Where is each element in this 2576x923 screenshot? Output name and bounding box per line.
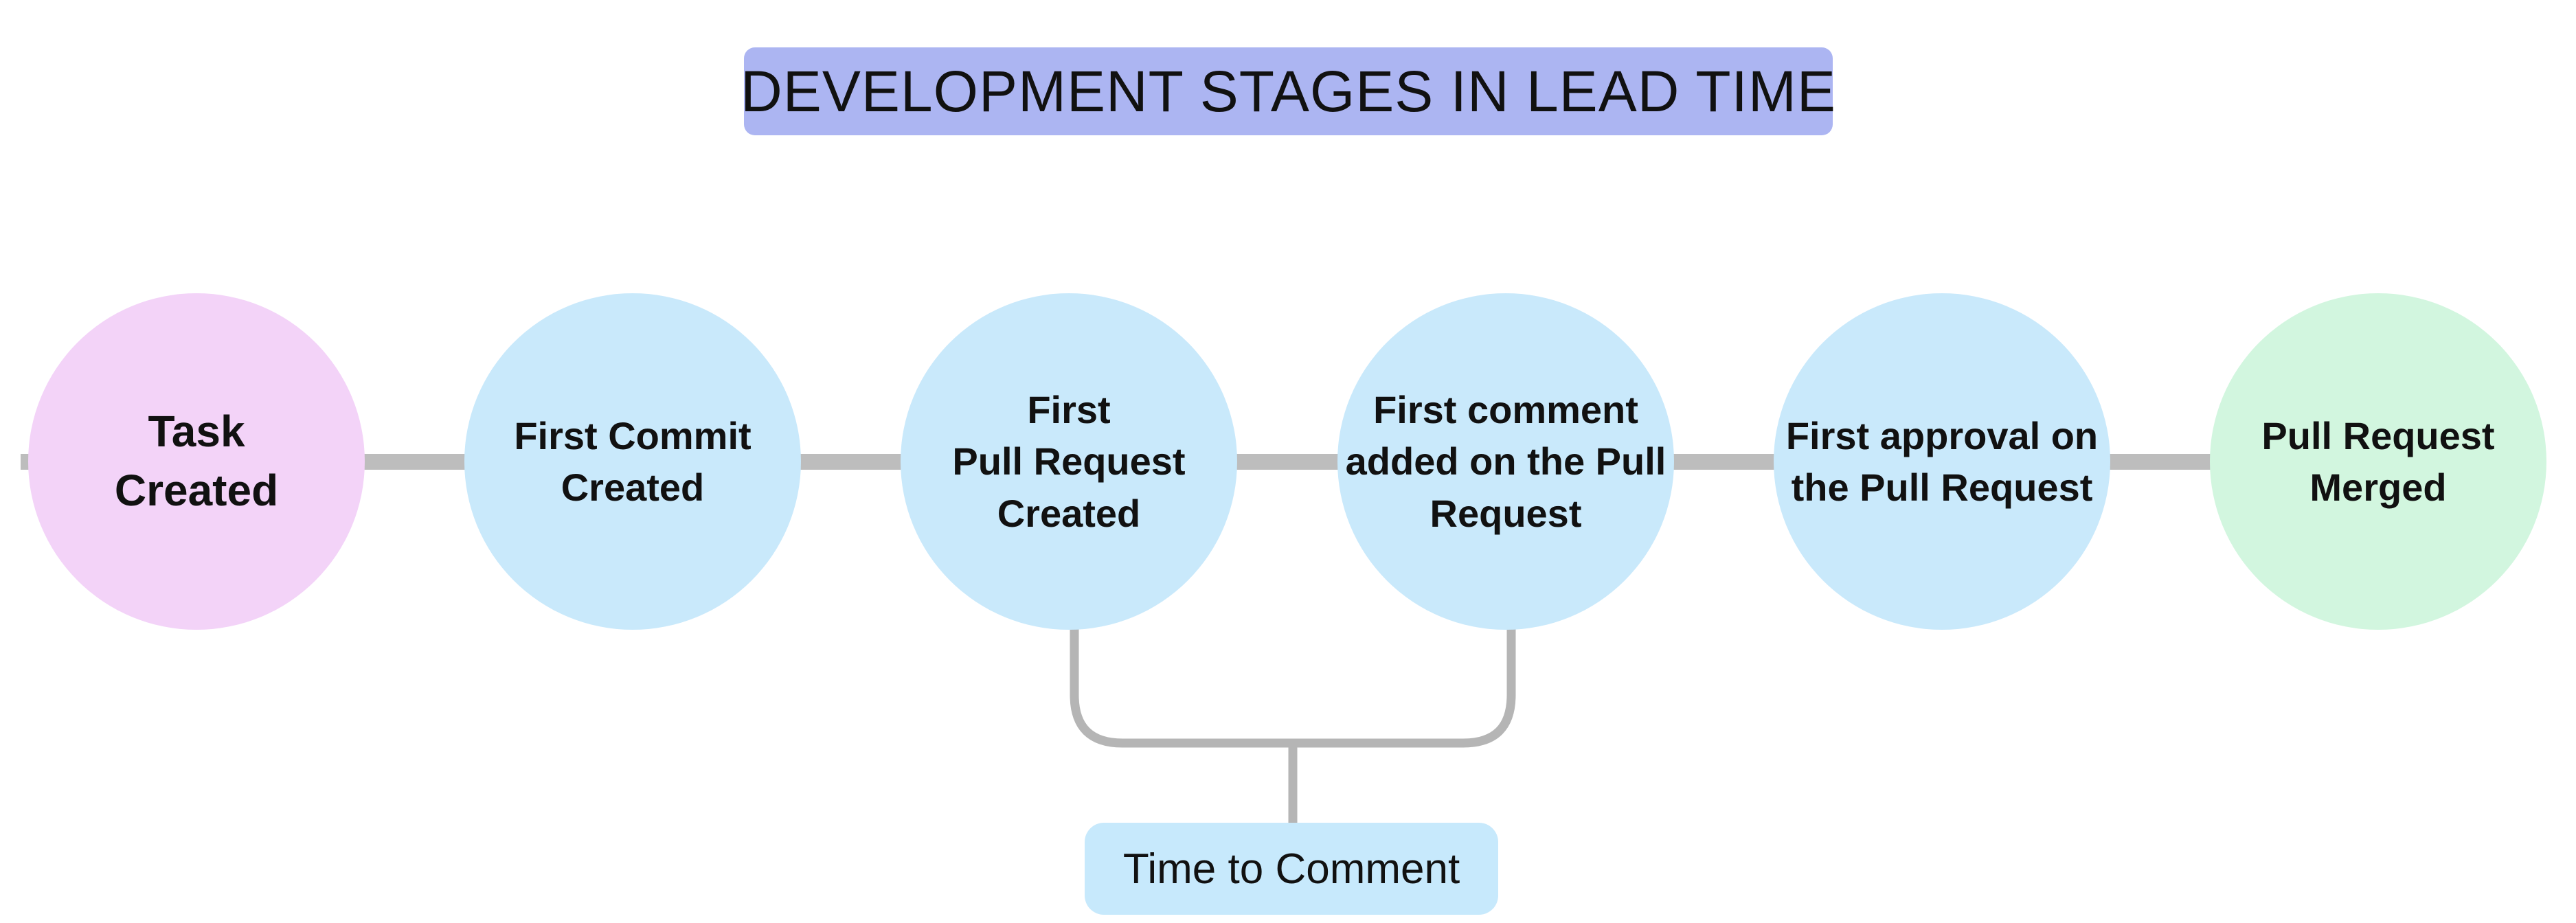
stage-circle-task-created: Task Created — [28, 293, 365, 630]
stage-label: First approval on the Pull Request — [1786, 410, 2098, 513]
stage-circle-pull-request-merged: Pull Request Merged — [2210, 293, 2546, 630]
stage-label-line: Merged — [2309, 466, 2447, 509]
stage-label-line: Pull Request — [952, 440, 1186, 483]
stage-label-line: the Pull Request — [1791, 466, 2093, 509]
stage-label-line: Pull Request — [2261, 413, 2495, 457]
stage-label-line: Created — [114, 466, 279, 515]
stage-circle-first-approval: First approval on the Pull Request — [1774, 293, 2110, 630]
stage-label-line: Created — [561, 466, 705, 509]
stage-label-line: First approval on — [1785, 413, 2099, 457]
stage-circle-first-comment-added: First comment added on the Pull Request — [1337, 293, 1674, 630]
stage-label-line: First comment — [1373, 388, 1638, 432]
stage-label: Pull Request Merged — [2261, 410, 2494, 513]
diagram-title-box: DEVELOPMENT STAGES IN LEAD TIME — [741, 47, 1836, 135]
stage-label-line: Created — [997, 491, 1141, 535]
bracket-path — [1070, 622, 1516, 748]
time-to-comment-text: Time to Comment — [1122, 845, 1460, 893]
stage-label: First comment added on the Pull Request — [1346, 384, 1667, 538]
stage-label-line: Request — [1430, 491, 1582, 535]
stage-label-line: Task — [148, 407, 245, 457]
diagram-title: DEVELOPMENT STAGES IN LEAD TIME — [741, 58, 1836, 124]
stage-label-line: added on the Pull — [1345, 440, 1667, 483]
stage-label: Task Created — [115, 402, 278, 521]
stage-label: First Commit Created — [514, 410, 751, 513]
stage-circle-first-pull-request-created: First Pull Request Created — [901, 293, 1237, 630]
time-to-comment-label: Time to Comment — [1085, 823, 1498, 915]
stage-label-line: First Commit — [514, 413, 752, 457]
stage-label: First Pull Request Created — [952, 384, 1185, 538]
stage-circle-first-commit-created: First Commit Created — [464, 293, 801, 630]
stage-label-line: First — [1027, 388, 1111, 432]
